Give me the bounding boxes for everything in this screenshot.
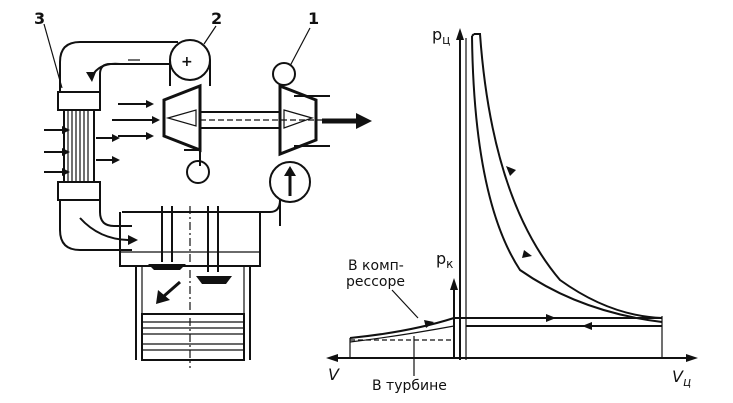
compressor-label-line1: В комп- bbox=[348, 258, 404, 274]
expansion-curve bbox=[474, 33, 663, 319]
label-cooler-number: 3 bbox=[34, 9, 45, 28]
compressor-pressure-curve bbox=[349, 317, 466, 339]
intake-arrows bbox=[112, 100, 160, 140]
compressor-label-line2: рессоре bbox=[346, 274, 405, 290]
turbine bbox=[269, 62, 330, 226]
indicator-diagram: pц pк Vц V В комп- рессоре В турбине bbox=[326, 25, 698, 394]
engine-schematic: 3 2 1 + bbox=[34, 9, 372, 368]
label-turbine-number: 1 bbox=[308, 9, 319, 28]
x-axis-right-label: Vц bbox=[672, 367, 691, 389]
cylinder-piston bbox=[135, 266, 251, 361]
charge-arrow bbox=[156, 280, 181, 304]
compressor-plus-sign: + bbox=[181, 54, 193, 70]
y-axis-top-label: pц bbox=[432, 25, 450, 47]
turbo-shaft bbox=[200, 111, 330, 129]
x-axis-left-label: V bbox=[328, 365, 340, 384]
turbine-label: В турбине bbox=[372, 378, 447, 394]
compression-curve bbox=[471, 35, 663, 323]
label-compressor-number: 2 bbox=[211, 9, 222, 28]
compressor bbox=[162, 39, 211, 184]
charge-air-cooler bbox=[44, 91, 120, 201]
exhaust-arrow bbox=[322, 113, 372, 129]
y-axis-mid-label: pк bbox=[436, 249, 453, 271]
cylinder-head bbox=[119, 199, 281, 368]
